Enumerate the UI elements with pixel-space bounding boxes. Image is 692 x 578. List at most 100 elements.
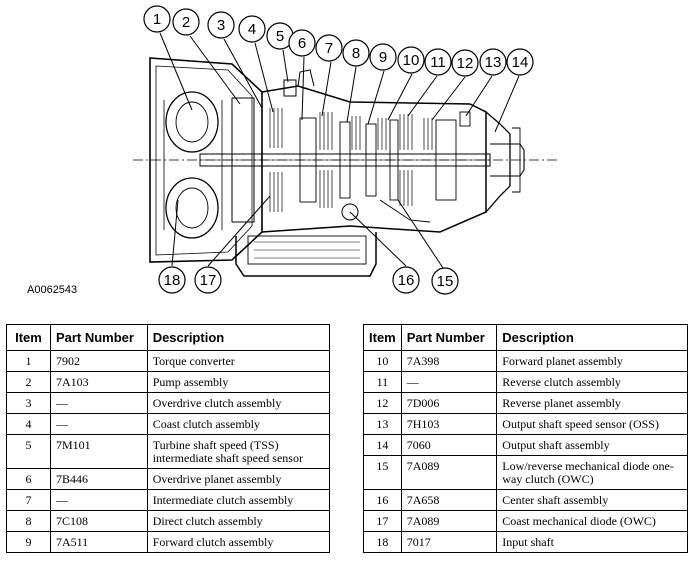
table-header-row: Item Part Number Description <box>6 324 331 351</box>
figure-id: A0062543 <box>27 284 78 296</box>
callout-label: 3 <box>217 17 225 34</box>
callout-circle <box>158 266 186 294</box>
callout-label: 8 <box>352 45 360 62</box>
cell-item: 4 <box>6 413 51 435</box>
cell-item: 2 <box>6 371 51 393</box>
callout-label: 14 <box>512 54 529 71</box>
cell-item: 7 <box>6 489 51 511</box>
cell-description: Reverse planet assembly <box>496 392 688 414</box>
cell-description: Torque converter <box>146 350 331 372</box>
callout-circle <box>424 48 452 76</box>
cell-item: 5 <box>6 434 51 469</box>
callout-circle <box>506 48 534 76</box>
cell-item: 16 <box>363 489 402 511</box>
cell-item: 15 <box>363 455 402 490</box>
cell-part-number: 7H103 <box>400 413 498 435</box>
cell-part-number: 7A658 <box>400 489 498 511</box>
cell-description: Input shaft <box>496 531 688 553</box>
transmission-drawing <box>133 57 560 277</box>
table-row: 4—Coast clutch assembly <box>6 413 331 435</box>
cell-item: 9 <box>6 531 51 553</box>
cell-description: Overdrive planet assembly <box>146 468 331 490</box>
cell-description: Overdrive clutch assembly <box>146 392 331 414</box>
callout-label: 1 <box>153 11 161 28</box>
callout-label: 10 <box>403 52 420 69</box>
cell-part-number: 7017 <box>400 531 498 553</box>
header-item: Item <box>363 324 402 351</box>
header-part-number: Part Number <box>400 324 498 351</box>
cell-part-number: 7060 <box>400 434 498 456</box>
cell-item: 6 <box>6 468 51 490</box>
cell-item: 1 <box>6 350 51 372</box>
table-header-row: Item Part Number Description <box>363 324 688 351</box>
callout-circle <box>288 29 316 57</box>
cell-description: Pump assembly <box>146 371 331 393</box>
callout-label: 11 <box>430 54 446 71</box>
cell-item: 13 <box>363 413 402 435</box>
callout-label: 2 <box>182 14 190 31</box>
callout-label: 13 <box>485 54 502 71</box>
cell-part-number: — <box>49 413 148 435</box>
callout-circle <box>431 267 459 295</box>
cell-description: Direct clutch assembly <box>146 510 331 532</box>
cell-part-number: 7B446 <box>49 468 148 490</box>
cell-item: 8 <box>6 510 51 532</box>
cell-part-number: 7A089 <box>400 510 498 532</box>
callout-circle <box>479 48 507 76</box>
callout-circle <box>238 15 266 43</box>
cell-item: 12 <box>363 392 402 414</box>
cell-description: Output shaft speed sensor (OSS) <box>496 413 688 435</box>
header-part-number: Part Number <box>49 324 148 351</box>
cell-item: 14 <box>363 434 402 456</box>
cell-description: Output shaft assembly <box>496 434 688 456</box>
callout-circle <box>315 34 343 62</box>
callout-label: 15 <box>437 273 454 290</box>
cell-description: Intermediate clutch assembly <box>146 489 331 511</box>
callout-circle <box>172 8 200 36</box>
callout-label: 16 <box>398 272 415 289</box>
callout-label: 6 <box>298 35 306 52</box>
callout-circle <box>392 266 420 294</box>
cell-part-number: 7D006 <box>400 392 498 414</box>
callout-circle <box>342 39 370 67</box>
cell-part-number: 7A103 <box>49 371 148 393</box>
callout-label: 7 <box>325 40 333 57</box>
cell-description: Low/reverse mechanical diode one-way clu… <box>496 455 688 490</box>
table-row: 11—Reverse clutch assembly <box>363 371 688 393</box>
table-row: 7—Intermediate clutch assembly <box>6 489 331 511</box>
callout-circle <box>207 11 235 39</box>
cell-description: Forward clutch assembly <box>146 531 331 553</box>
cell-part-number: 7C108 <box>49 510 148 532</box>
cell-description: Coast mechanical diode (OWC) <box>496 510 688 532</box>
callout-label: 9 <box>379 49 387 66</box>
cell-item: 3 <box>6 392 51 414</box>
cell-part-number: 7902 <box>49 350 148 372</box>
callout-circle <box>397 46 425 74</box>
cell-description: Turbine shaft speed (TSS) intermediate s… <box>146 434 331 469</box>
callout-leader-lines <box>159 32 520 269</box>
cell-part-number: — <box>400 371 498 393</box>
cell-item: 11 <box>363 371 402 393</box>
header-description: Description <box>496 324 688 351</box>
cell-description: Coast clutch assembly <box>146 413 331 435</box>
cell-description: Forward planet assembly <box>496 350 688 372</box>
callout-label: 17 <box>200 272 217 289</box>
cell-description: Reverse clutch assembly <box>496 371 688 393</box>
callout-label: 5 <box>276 28 284 45</box>
cell-part-number: 7M101 <box>49 434 148 469</box>
cell-item: 18 <box>363 531 402 553</box>
cell-item: 10 <box>363 350 402 372</box>
cell-item: 17 <box>363 510 402 532</box>
